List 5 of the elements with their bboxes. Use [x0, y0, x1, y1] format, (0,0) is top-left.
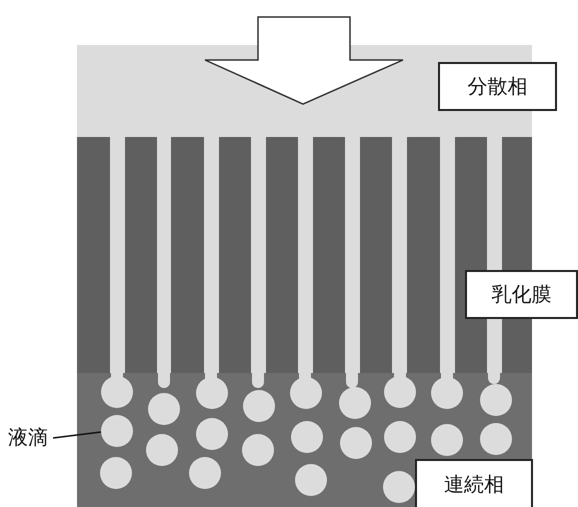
label-box: 乳化膜: [465, 270, 578, 319]
leader-line: [52, 431, 102, 439]
label-box: 分散相: [438, 62, 557, 111]
label-text: 液滴: [4, 421, 52, 453]
label-box: 連続相: [415, 459, 533, 507]
